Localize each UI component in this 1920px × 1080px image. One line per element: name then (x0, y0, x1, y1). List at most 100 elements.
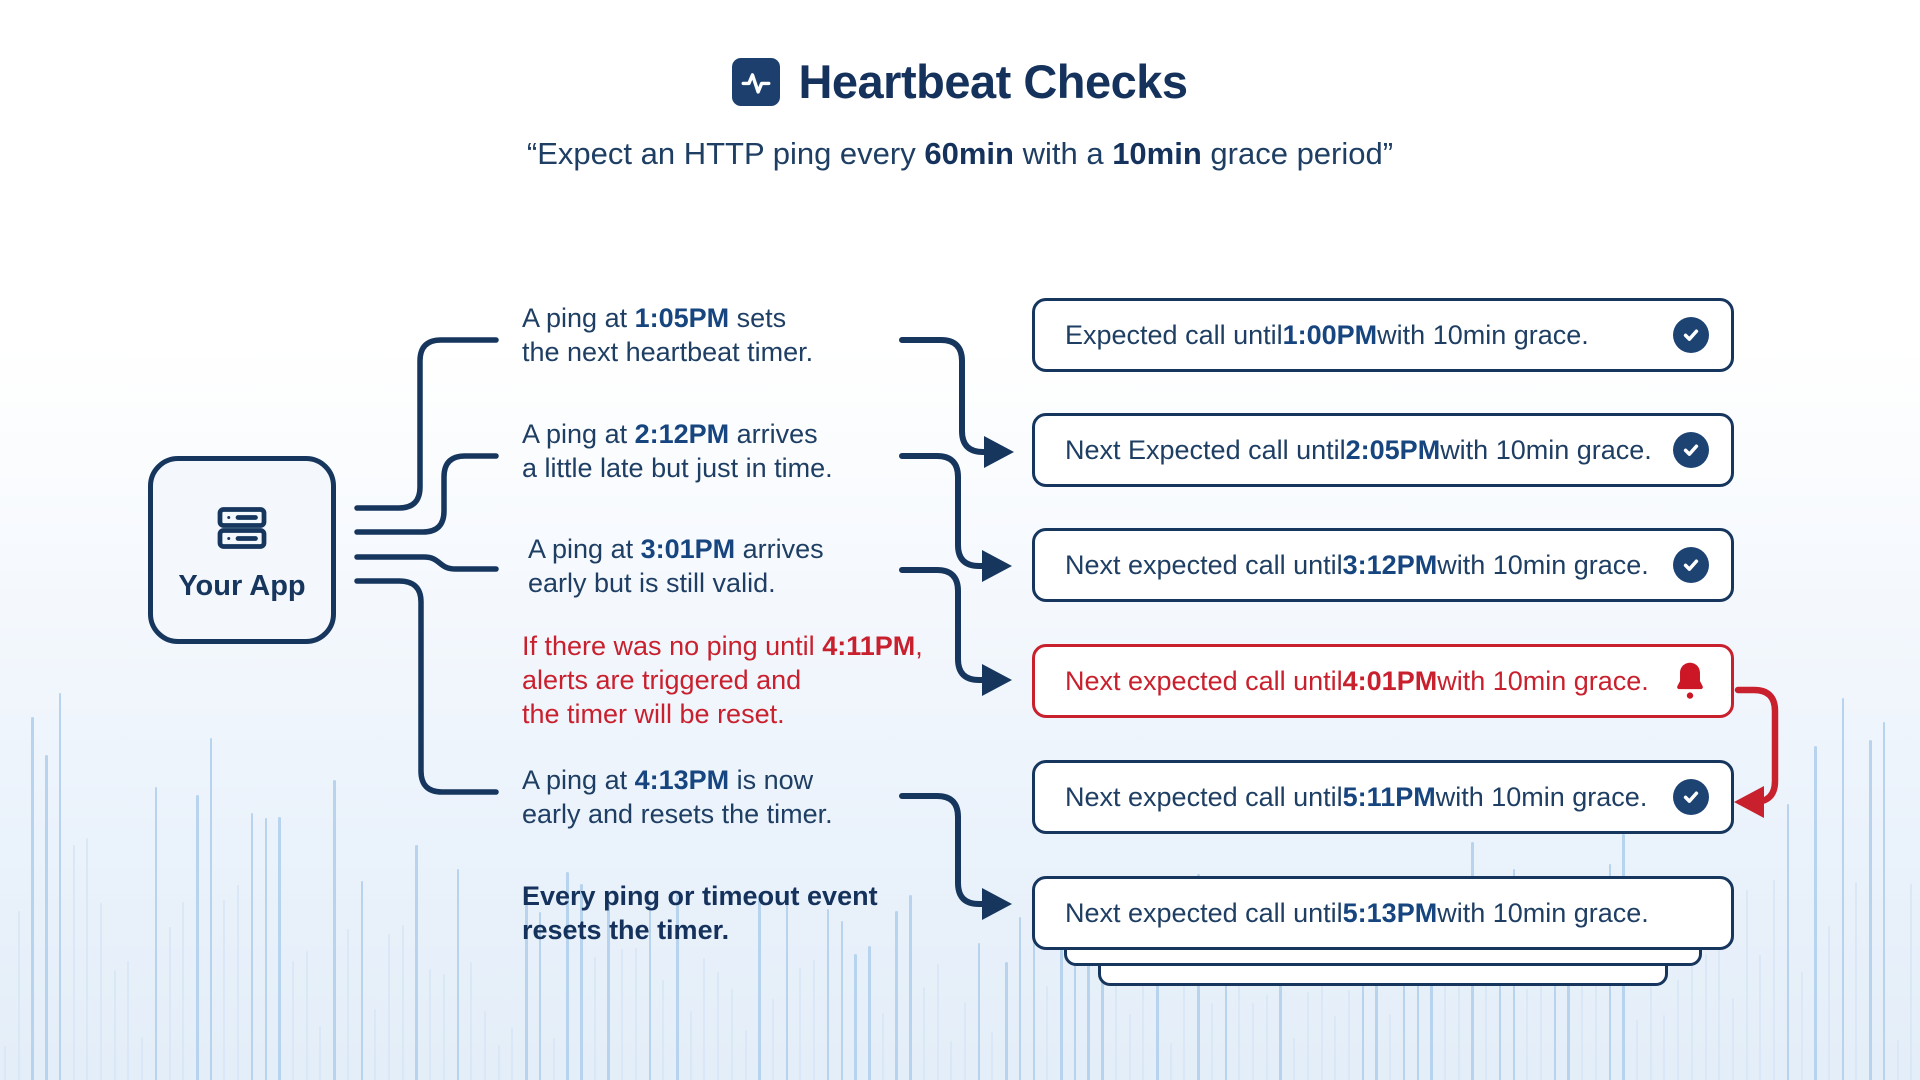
waveform-bar (1169, 1043, 1172, 1080)
waveform-bar (1773, 880, 1776, 1080)
waveform-bar (785, 898, 789, 1080)
waveform-bar (1101, 891, 1104, 1080)
waveform-bar (1142, 971, 1145, 1080)
text-segment: resets the timer. (522, 915, 730, 945)
event-label-4: If there was no ping until 4:11PM,alerts… (522, 629, 923, 731)
waveform-bar (1320, 981, 1323, 1080)
time-value: 2:12PM (634, 419, 730, 449)
waveform-bar (1704, 954, 1707, 1080)
text-segment: “Expect an HTTP ping every (526, 136, 925, 171)
waveform-bar (264, 818, 268, 1080)
waveform-bar (525, 896, 528, 1080)
your-app-node: Your App (148, 456, 336, 644)
waveform-bar (676, 894, 679, 1080)
waveform-bar (100, 903, 102, 1080)
waveform-bar (86, 838, 89, 1080)
text-segment: with 10min grace. (1440, 434, 1652, 465)
waveform-bar (17, 911, 20, 1080)
waveform-bar (1663, 1015, 1666, 1080)
waveform-bar (1389, 1014, 1392, 1080)
waveform-bar (634, 948, 637, 1080)
waveform-bar (799, 968, 802, 1080)
time-value: 5:13PM (1342, 897, 1438, 928)
text-segment: A ping at (522, 765, 635, 795)
waveform-bar (1690, 893, 1693, 1080)
waveform-bar (1265, 995, 1268, 1080)
waveform-bar (730, 989, 733, 1080)
waveform-bar (1005, 962, 1008, 1080)
waveform-bar (1814, 746, 1817, 1080)
text-segment: grace period” (1201, 136, 1394, 171)
check-icon (1673, 779, 1709, 815)
waveform-bar (292, 961, 294, 1080)
event-label-line: A ping at 3:01PM arrives (528, 532, 824, 566)
text-segment: with 10min grace. (1435, 781, 1648, 812)
waveform-bar (922, 987, 925, 1080)
event-label-line: If there was no ping until 4:11PM, (522, 629, 923, 663)
waveform-bar (415, 845, 419, 1080)
text-segment: Next expected call until (1065, 781, 1343, 812)
waveform-bar (346, 929, 349, 1080)
waveform-bar (1828, 926, 1830, 1080)
waveform-bar (1238, 961, 1241, 1080)
waveform-bar (1046, 986, 1049, 1080)
waveform-bar (744, 1030, 747, 1080)
waveform-bar (1855, 882, 1858, 1080)
page-header: Heartbeat Checks (0, 54, 1920, 109)
text-segment: early and resets the timer. (522, 799, 833, 829)
waveform-bar (1677, 980, 1680, 1080)
event-label-line: alerts are triggered and (522, 663, 923, 697)
waveform-bar (895, 911, 899, 1080)
waveform-bar (401, 925, 404, 1080)
waveform-bar (429, 969, 432, 1080)
waveform-bar (1224, 937, 1228, 1080)
waveform-bar (1759, 955, 1762, 1080)
time-value: 3:12PM (1342, 549, 1438, 580)
waveform-bar (758, 895, 761, 1080)
text-segment: is now (729, 765, 814, 795)
time-value: 60min (924, 136, 1014, 171)
waveform-bar (1252, 1003, 1254, 1080)
waveform-bar (1581, 915, 1584, 1080)
waveform-bar (168, 927, 171, 1080)
event-label-line: Every ping or timeout event (522, 879, 878, 913)
event-label-line: A ping at 2:12PM arrives (522, 417, 833, 451)
waveform-bar (662, 980, 665, 1080)
waveform-bar (113, 970, 116, 1080)
waveform-bar (1594, 949, 1597, 1080)
waveform-bar (196, 795, 199, 1080)
waveform-bar (1882, 722, 1886, 1080)
waveform-bar (1073, 959, 1077, 1080)
waveform-bar (909, 895, 912, 1080)
event-label-line: resets the timer. (522, 913, 878, 947)
text-segment: Next expected call until (1065, 665, 1343, 696)
waveform-bar (1526, 989, 1529, 1080)
check-icon (1673, 547, 1709, 583)
waveform-bar (1416, 902, 1420, 1080)
waveform-bar (278, 817, 281, 1080)
waveform-bar (1636, 1020, 1638, 1080)
waveform-bar (1361, 900, 1365, 1080)
time-value: 4:13PM (634, 765, 730, 795)
waveform-bar (141, 1037, 144, 1080)
waveform-bar (1553, 898, 1557, 1080)
time-value: 1:00PM (1282, 319, 1378, 350)
waveform-bar (936, 964, 939, 1080)
waveform-bar (538, 912, 542, 1080)
waveform-bar (374, 1009, 377, 1080)
text-segment: a little late but just in time. (522, 453, 833, 483)
waveform-bar (1649, 921, 1652, 1080)
text-segment: A ping at (522, 303, 635, 333)
waveform-bar (305, 951, 308, 1080)
text-segment: with 10min grace. (1377, 319, 1589, 350)
event-label-5: A ping at 4:13PM is now early and resets … (522, 763, 833, 831)
waveform-bar (1306, 992, 1309, 1080)
waveform-bar (1869, 740, 1872, 1080)
waveform-bar (470, 962, 473, 1080)
waveform-bar (127, 961, 130, 1080)
waveform-bar (717, 972, 720, 1080)
waveform-bar (868, 946, 871, 1080)
waveform-bar (1402, 922, 1406, 1080)
